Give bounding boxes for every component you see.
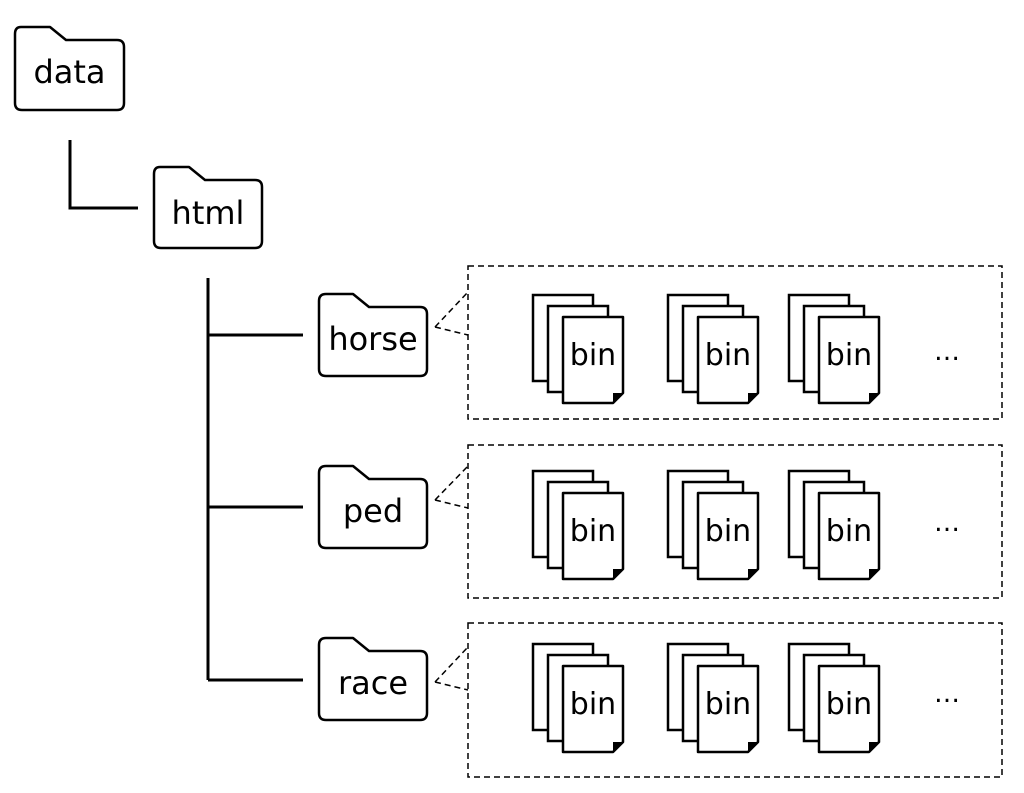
- callout-lines-race: [434, 646, 469, 691]
- folder-icon: [317, 464, 429, 550]
- file-stack-race-1: bin: [531, 642, 625, 754]
- file-label: bin: [826, 687, 872, 722]
- folder-icon: [317, 636, 429, 722]
- folder-race: race: [317, 636, 429, 722]
- file-label: bin: [705, 687, 751, 722]
- file-stack-ped-3: bin: [787, 469, 881, 581]
- files-group-horse: [467, 265, 1003, 420]
- folder-ped: ped: [317, 464, 429, 550]
- file-stack-race-2: bin: [666, 642, 760, 754]
- folder-label-horse: horse: [328, 320, 417, 358]
- file-stack-horse-2: bin: [666, 293, 760, 405]
- folder-label-html: html: [172, 194, 245, 232]
- file-label: bin: [570, 687, 616, 722]
- file-stack-ped-1: bin: [531, 469, 625, 581]
- ellipsis-horse: …: [934, 337, 960, 367]
- folder-horse: horse: [317, 292, 429, 378]
- file-label: bin: [826, 514, 872, 549]
- file-label: bin: [570, 338, 616, 373]
- file-stack-horse-1: bin: [531, 293, 625, 405]
- folder-icon: [152, 165, 264, 250]
- file-stack-ped-2: bin: [666, 469, 760, 581]
- ellipsis-ped: …: [934, 508, 960, 538]
- callout-lines-horse: [434, 291, 469, 336]
- folder-icon: [13, 25, 126, 112]
- folder-label-data: data: [33, 53, 105, 91]
- tree-connectors: [68, 140, 303, 682]
- callout-lines-ped: [434, 465, 469, 509]
- file-stack-race-3: bin: [787, 642, 881, 754]
- file-label: bin: [826, 338, 872, 373]
- file-label: bin: [570, 514, 616, 549]
- connector-data-to-html: [68, 140, 138, 210]
- file-label: bin: [705, 514, 751, 549]
- folder-icon: [317, 292, 429, 378]
- files-group-ped: [467, 444, 1003, 599]
- folder-data: data: [13, 25, 126, 112]
- folder-label-ped: ped: [343, 492, 403, 530]
- files-group-race: [467, 622, 1003, 778]
- ellipsis-race: …: [934, 679, 960, 709]
- folder-label-race: race: [338, 664, 408, 702]
- file-stack-horse-3: bin: [787, 293, 881, 405]
- folder-html: html: [152, 165, 264, 250]
- file-label: bin: [705, 338, 751, 373]
